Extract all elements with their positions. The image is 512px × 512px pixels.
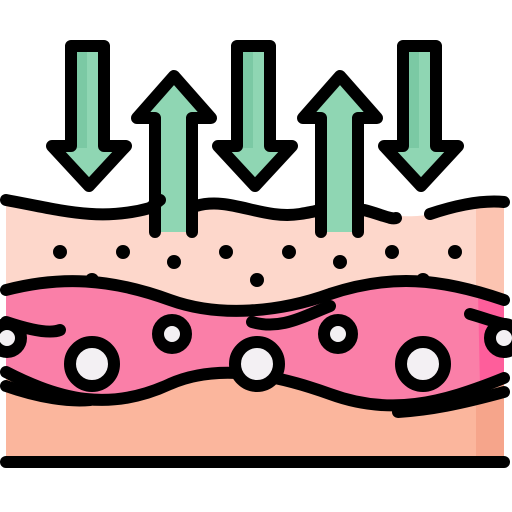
- epidermis-dots: [53, 245, 462, 287]
- down-arrow-icon: [378, 40, 464, 192]
- dermis-cells: [0, 314, 512, 392]
- down-arrow-icon: [212, 40, 298, 192]
- up-arrow-icon: [131, 70, 217, 238]
- up-arrow-icon: [297, 70, 383, 238]
- down-arrow-icon: [46, 40, 132, 192]
- absorption-arrows: [46, 40, 464, 238]
- arrow-shading: [77, 52, 419, 148]
